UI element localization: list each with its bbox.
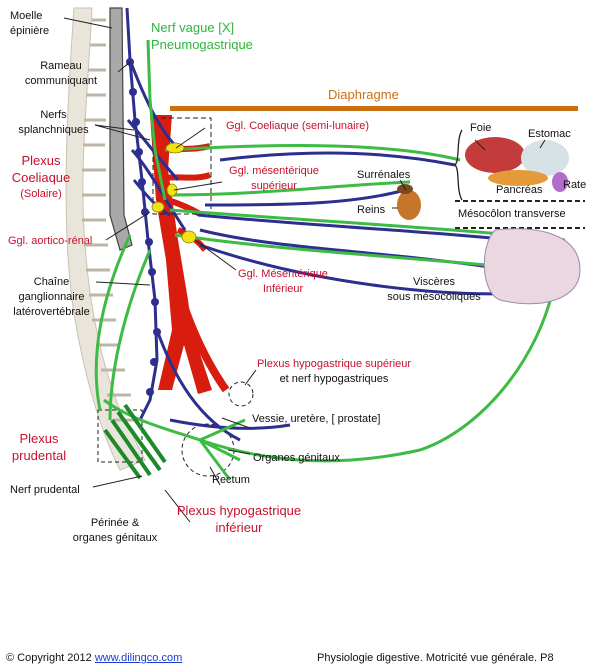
label-surrenales: Surrénales [357, 169, 411, 181]
label-rectum: Rectum [212, 474, 250, 486]
label-pancreas: Pancréas [496, 184, 543, 196]
label-foie: Foie [470, 122, 492, 134]
label-nerf-prudental: Nerf prudental [10, 484, 80, 496]
site-link[interactable]: www.dilingco.com [94, 652, 183, 664]
parasympathetic-nerves [94, 39, 566, 481]
label-diaphragme: Diaphragme [328, 87, 399, 102]
footer-caption: Physiologie digestive. Motricité vue gén… [317, 652, 554, 664]
vertebral-column [65, 7, 146, 471]
label-organes-genitaux: Organes génitaux [253, 452, 340, 464]
abdominal-brace [454, 129, 463, 201]
dashed-box-coeliaque [152, 117, 212, 215]
dashed-circle-hypogastric [228, 381, 254, 407]
abdominal-organs [465, 137, 569, 192]
label-ggl-coeliaque: Ggl. Coeliaque (semi-lunaire) [226, 120, 370, 132]
leader-lines [63, 17, 546, 523]
label-nerf-vague: Nerf vague [X]Pneumogastrique [151, 20, 253, 52]
spinal-cord [109, 7, 133, 251]
label-ggl-aortico-renal: Ggl. aortico-rénal [8, 235, 93, 247]
sacral-roots [103, 403, 167, 480]
label-mesocolon: Mésocôlon transverse [458, 208, 566, 220]
label-reins: Reins [357, 204, 386, 216]
intestines [483, 228, 581, 305]
copyright-text: © Copyright 2012 [6, 652, 92, 664]
label-vessie: Vessie, uretère, [ prostate] [252, 413, 381, 425]
label-estomac: Estomac [528, 128, 571, 140]
footer-copyright: © Copyright 2012 www.dilingco.com [6, 652, 182, 664]
kidney [397, 184, 421, 220]
label-perinee: Périnée &organes génitaux [72, 517, 158, 544]
diaphragm-bar [170, 106, 578, 111]
label-rate: Rate [563, 179, 587, 191]
